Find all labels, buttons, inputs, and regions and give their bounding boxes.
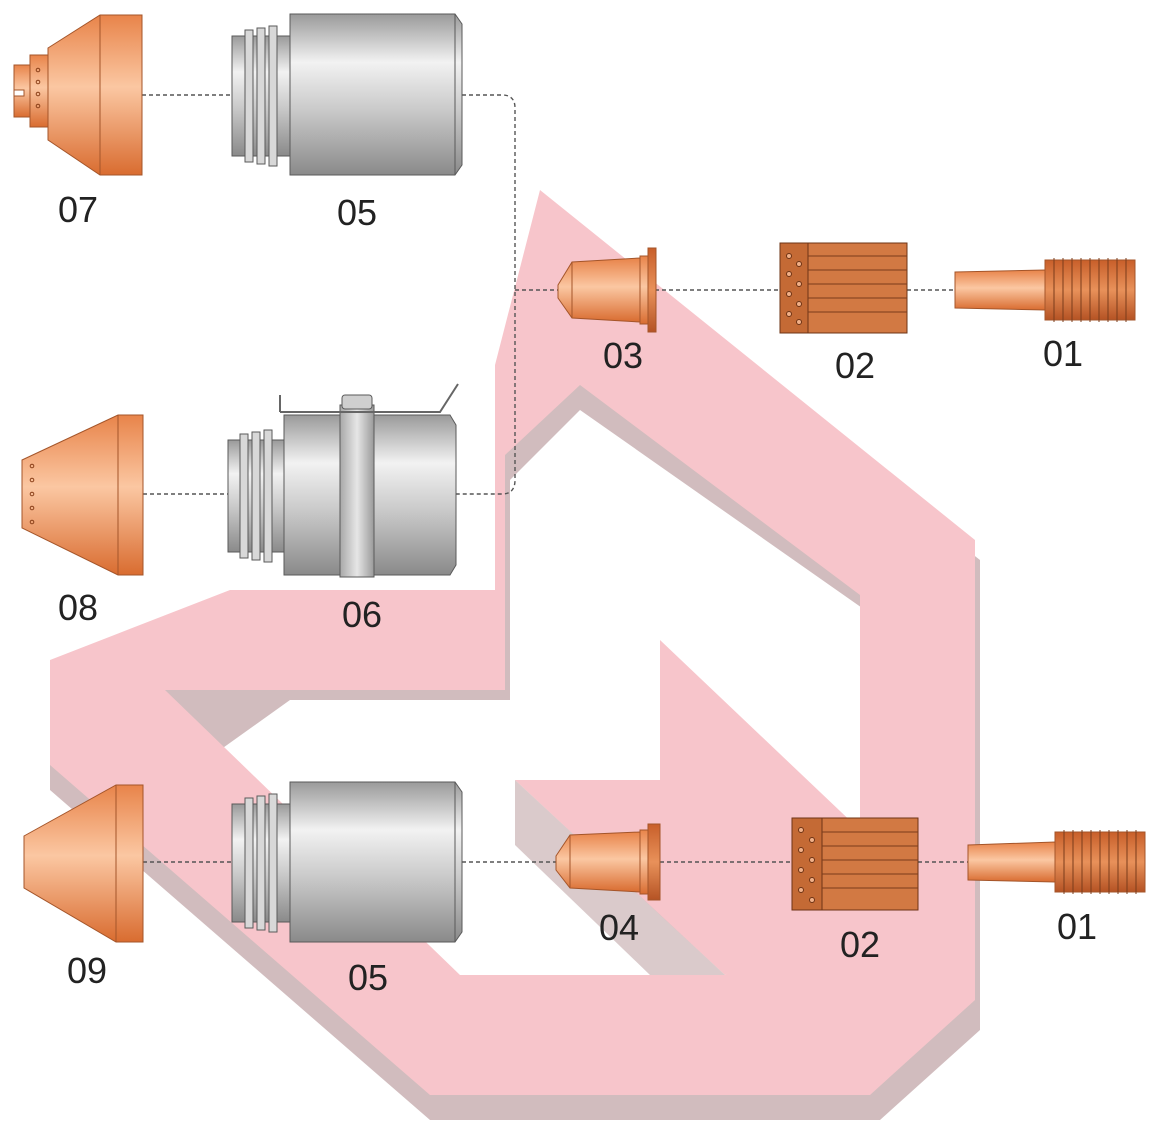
- part-labels: 07 05 03 02 01 08 06 09 05 04 02 01: [58, 189, 1097, 998]
- label-05-top: 05: [337, 192, 377, 233]
- shield-07-icon: [13, 14, 143, 176]
- label-02-top: 02: [835, 345, 875, 386]
- label-06: 06: [342, 594, 382, 635]
- connector-05-06: [455, 94, 516, 495]
- connector-lines: [142, 94, 968, 863]
- label-04: 04: [599, 907, 639, 948]
- label-05-bottom: 05: [348, 957, 388, 998]
- label-01-bottom: 01: [1057, 906, 1097, 947]
- retaining-cap-06-icon: [227, 383, 459, 578]
- shield-08-icon: [21, 414, 144, 576]
- label-01-top: 01: [1043, 333, 1083, 374]
- retaining-cap-05-top-icon: [231, 13, 463, 176]
- nozzle-03-icon: [557, 247, 657, 333]
- electrode-01-bottom-icon: [967, 830, 1146, 894]
- retaining-cap-05-bottom-icon: [231, 781, 463, 943]
- label-09: 09: [67, 950, 107, 991]
- swirl-ring-02-bottom-icon: [791, 817, 919, 911]
- label-07: 07: [58, 189, 98, 230]
- swirl-ring-02-top-icon: [779, 242, 908, 334]
- shield-09-icon: [23, 784, 144, 943]
- nozzle-04-icon: [555, 823, 661, 901]
- label-08: 08: [58, 587, 98, 628]
- watermark-arrow: [515, 640, 860, 975]
- electrode-01-top-icon: [954, 258, 1136, 322]
- label-03: 03: [603, 335, 643, 376]
- label-02-bottom: 02: [840, 924, 880, 965]
